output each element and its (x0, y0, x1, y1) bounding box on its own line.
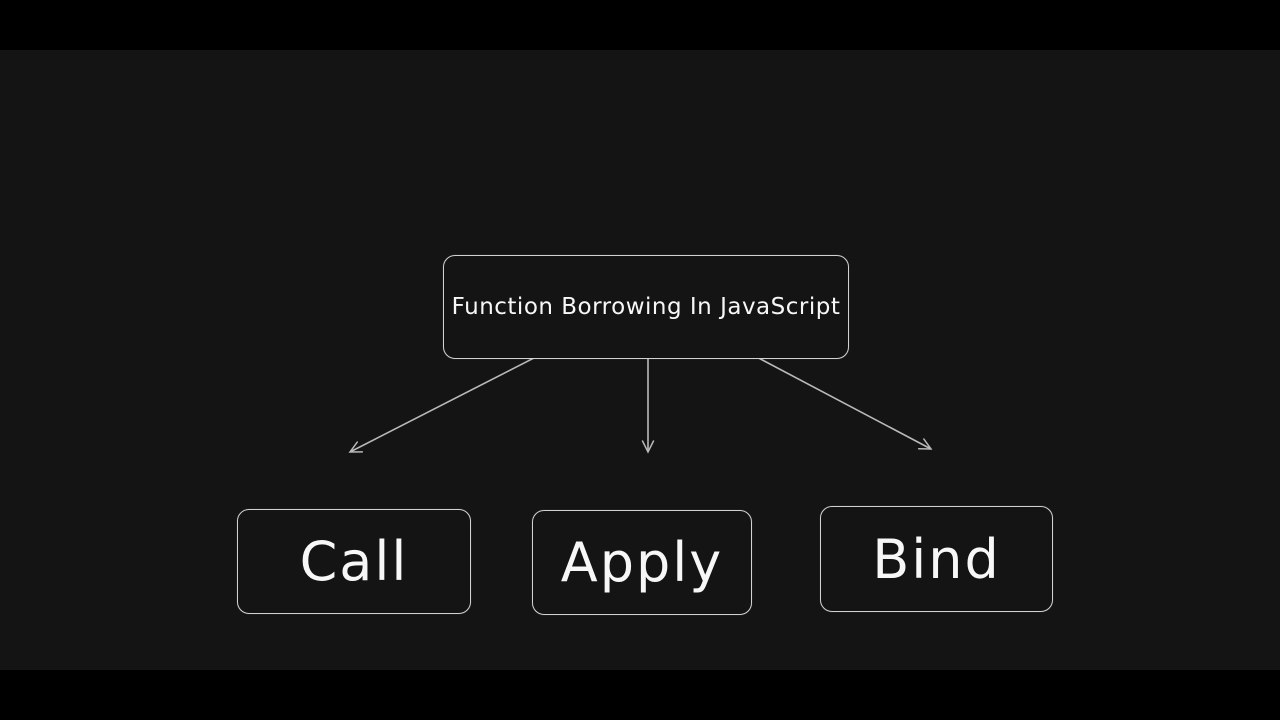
apply-box-label: Apply (560, 531, 724, 594)
bind-box-label: Bind (872, 527, 1001, 591)
title-box-label: Function Borrowing In JavaScript (451, 294, 841, 320)
call-box-label: Call (299, 530, 409, 593)
diagram-canvas: Function Borrowing In JavaScript Call Ap… (0, 50, 1280, 670)
apply-box: Apply (532, 510, 752, 615)
call-box: Call (237, 509, 471, 614)
bind-box: Bind (820, 506, 1053, 612)
letterbox-bottom (0, 670, 1280, 720)
title-box: Function Borrowing In JavaScript (443, 255, 849, 359)
letterbox-top (0, 0, 1280, 50)
